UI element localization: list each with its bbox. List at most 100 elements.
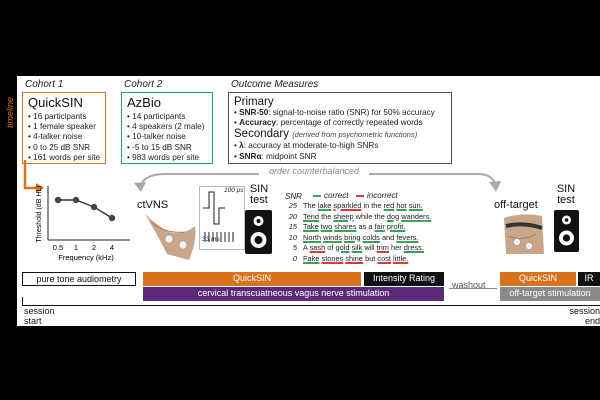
washout-label: washout (452, 280, 486, 290)
secondary-title: Secondary (234, 128, 289, 141)
secondary-note: (derived from psychometric functions) (292, 130, 418, 140)
ctvns-label: ctVNS (137, 199, 169, 211)
snr-value: 5 (292, 243, 297, 252)
sentence-word: The (303, 201, 316, 210)
sentence-word: A (303, 243, 308, 252)
sentence-word: bring (344, 232, 361, 242)
sentence-text: The lake sparkled in the red hot sun. (303, 201, 423, 212)
sentence-word: wanders. (401, 211, 432, 221)
list-item: 10-talker noise (127, 132, 207, 142)
sentence-word: in the (363, 201, 382, 210)
snr-value: 20 (288, 211, 297, 221)
pure-tone-bar: pure tone audiometry (22, 272, 136, 286)
audiogram-point (90, 203, 98, 211)
sentence-text: North winds bring colds and fevers. (303, 233, 419, 244)
sentence-word: her (391, 243, 402, 252)
sentence-word: two (320, 222, 333, 231)
off-target-label: off-target (494, 199, 538, 211)
sentence-word: as a (358, 222, 373, 231)
sentence-word: but (365, 253, 376, 263)
x-tick: 4 (110, 243, 114, 252)
primary-title: Primary (234, 96, 274, 108)
list-item: 1 female speaker (28, 122, 100, 132)
speaker-icon (245, 210, 272, 254)
sentence-word: gold (335, 243, 350, 252)
sentence-text: Fake stones shine but cost little. (303, 254, 408, 265)
sentence-word: stones (321, 253, 344, 263)
sentence-word: trim (376, 243, 389, 252)
sentence-word: cost (377, 253, 391, 263)
cohort1-list: 16 participants 1 female speaker 4-talke… (28, 112, 100, 163)
snr-value: 10 (288, 232, 297, 242)
cohort1-title: QuickSIN (28, 95, 83, 110)
legend-correct: correct (313, 191, 348, 200)
list-item: 14 participants (127, 112, 207, 122)
pulse-width-label: 100 μs (224, 187, 244, 194)
audiogram: 0.5 1 2 4 Frequency (kHz) Threshold (dB … (36, 185, 130, 262)
neck-illustration (145, 214, 196, 260)
outcome-header: Outcome Measures (231, 79, 319, 90)
outcome-box: Primary • SNR-50: signal-to-noise ratio … (228, 92, 452, 164)
sentence-word: hot (396, 201, 407, 210)
list-item: -5 to 15 dB SNR (127, 143, 207, 153)
sentence-word: profit. (386, 222, 406, 231)
washout-line (449, 288, 497, 289)
sentence-word: dog (386, 211, 400, 221)
list-item: 983 words per site (127, 153, 207, 163)
sentence-text: A sash of gold silk will trim her dress. (303, 243, 424, 254)
sentence-word: little. (393, 253, 409, 263)
primary-item: • Accuracy: percentage of correctly repe… (234, 118, 423, 128)
sentence-word: dress. (403, 243, 424, 252)
list-item: 161 words per site (28, 153, 100, 163)
sentence-word: winds (323, 232, 343, 242)
sentence-word: sheep (333, 211, 354, 221)
sentence-word: Take (303, 222, 319, 231)
list-item: 4 speakers (2 male) (127, 122, 207, 132)
sentence-word: of (327, 243, 334, 252)
session-start-tick (22, 297, 24, 306)
cohort2-title: AzBio (127, 95, 161, 110)
train-duration-label: 33 ms (202, 236, 220, 243)
secondary-title-row: Secondary (derived from psychometric fun… (234, 128, 446, 141)
sentence-word: North (303, 232, 322, 242)
sentence-word: lake (317, 201, 332, 210)
cohort2-list: 14 participants 4 speakers (2 male) 10-t… (127, 112, 207, 163)
sentence-word: sun. (408, 201, 423, 210)
x-tick: 0.5 (53, 243, 63, 252)
list-item: 4-talker noise (28, 132, 100, 142)
secondary-item: • SNRα: midpoint SNR (234, 151, 317, 161)
legend-incorrect: incorrect (356, 191, 398, 200)
off-target-stim-bar: off-target stimulation (500, 287, 600, 301)
sentence-row: 25 The lake sparkled in the red hot sun. (283, 201, 431, 212)
ctvns-bar: cervical transcuatneous vagus nerve stim… (143, 287, 444, 301)
sentence-word: fair (374, 222, 385, 231)
sentence-row: 10 North winds bring colds and fevers. (283, 233, 431, 244)
snr-value: 25 (288, 201, 297, 210)
x-tick: 1 (74, 243, 78, 252)
sentence-word: while the (355, 211, 385, 221)
order-label: order counterbalanced (259, 166, 369, 176)
off-target-illustration (504, 214, 544, 254)
timeline-label: timeline (5, 96, 15, 128)
sentence-word: the (321, 211, 332, 221)
sentence-text: Take two shares as a fair profit. (303, 222, 405, 233)
audiogram-point (72, 196, 80, 204)
quicksin-bar-2: QuickSIN (500, 272, 576, 286)
x-tick: 2 (92, 243, 96, 252)
intensity-rating-bar: Intensity Rating (364, 272, 444, 286)
speaker-icon-2 (554, 210, 579, 252)
sentence-row: 5 A sash of gold silk will trim her dress… (283, 243, 431, 254)
cohort1-header: Cohort 1 (25, 79, 64, 90)
list-item: 16 participants (28, 112, 100, 122)
sentence-word: shine (345, 253, 364, 263)
list-item: 0 to 25 dB SNR (28, 143, 100, 153)
sentence-word: will (364, 243, 375, 252)
sentence-word: red (383, 201, 395, 210)
sentence-word: Fake (303, 253, 320, 263)
cohort2-header: Cohort 2 (124, 79, 163, 90)
